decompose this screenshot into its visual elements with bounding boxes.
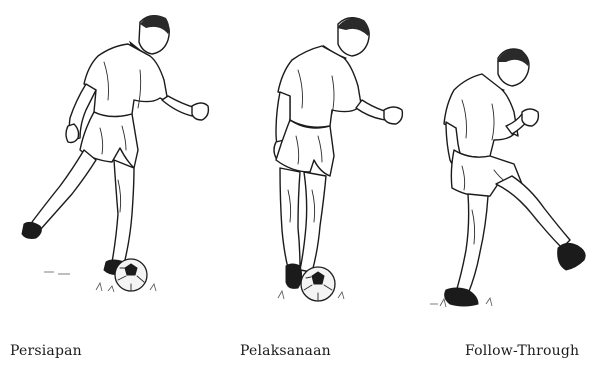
caption-execution: Pelaksanaan (240, 343, 331, 359)
caption-follow-through: Follow-Through (465, 343, 579, 359)
player-follow-through-sketch (430, 49, 585, 307)
caption-preparation: Persiapan (10, 343, 82, 359)
player-preparation-sketch (22, 15, 208, 292)
player-execution-sketch (274, 18, 402, 301)
